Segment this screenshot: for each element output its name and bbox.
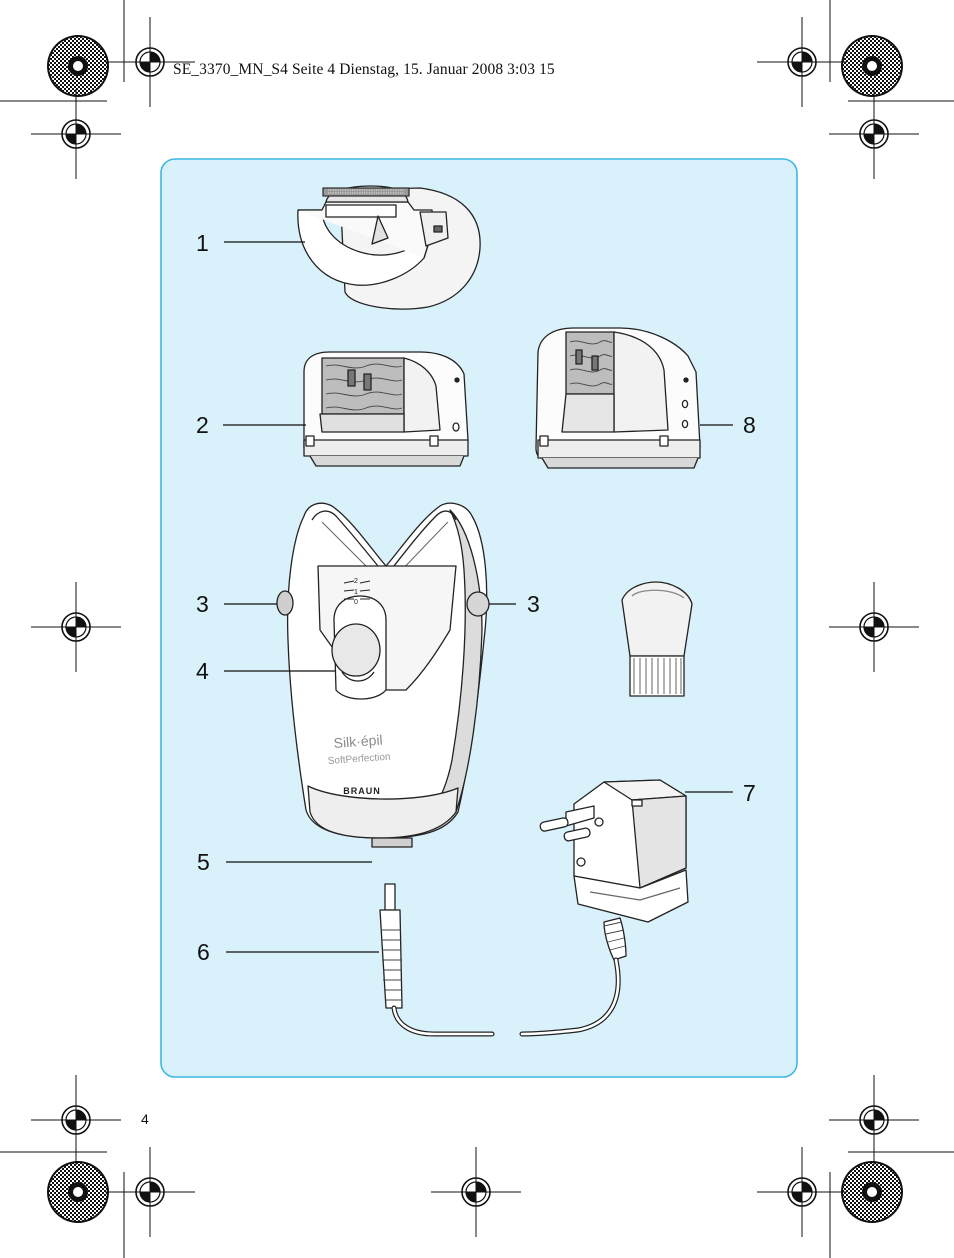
- part-number-7: 7: [743, 780, 756, 806]
- registration-mark-icon: [756, 1146, 848, 1238]
- starburst-top-left-icon: [47, 35, 109, 97]
- brand-subline-softperfection: SoftPerfection: [327, 752, 390, 767]
- braun-logo: BRAUN: [343, 786, 381, 796]
- starburst-bottom-left-icon: [47, 1161, 109, 1223]
- part-number-3-right: 3: [527, 591, 540, 617]
- brand-name-silk-epil: Silk·épil: [333, 732, 383, 751]
- registration-mark-icon: [104, 16, 196, 108]
- registration-mark-icon: [104, 1146, 196, 1238]
- shaver-head-illustration: [297, 185, 481, 310]
- registration-mark-icon: [30, 581, 122, 673]
- part-number-4: 4: [196, 658, 209, 684]
- part-number-8: 8: [743, 412, 756, 438]
- part-number-2: 2: [196, 412, 209, 438]
- epilator-device-illustration: 2 1 0 Silk·épil SoftPerfection BRAUN: [276, 502, 490, 848]
- registration-mark-icon: [756, 16, 848, 108]
- alternate-head-illustration: [535, 327, 701, 469]
- switch-setting-0-label: 0: [354, 599, 358, 606]
- starburst-bottom-right-icon: [841, 1161, 903, 1223]
- power-adapter-illustration: [519, 779, 689, 1037]
- switch-setting-2-label: 2: [354, 578, 358, 585]
- starburst-top-right-icon: [841, 35, 903, 97]
- part-number-labels: 1 2 8 3 3 4 5 6 7: [196, 230, 756, 965]
- cleaning-brush-illustration: [621, 581, 693, 697]
- epilation-head-illustration: [303, 351, 469, 467]
- print-slug-header: SE_3370_MN_S4 Seite 4 Dienstag, 15. Janu…: [173, 61, 555, 78]
- part-number-6: 6: [197, 939, 210, 965]
- registration-mark-icon: [828, 88, 920, 180]
- registration-mark-icon: [430, 1146, 522, 1238]
- connector-cord-illustration: [379, 883, 495, 1037]
- part-number-1: 1: [196, 230, 209, 256]
- registration-mark-icon: [30, 88, 122, 180]
- page-number: 4: [141, 1111, 149, 1127]
- registration-mark-icon: [828, 581, 920, 673]
- switch-setting-1-label: 1: [354, 589, 358, 596]
- part-number-3-left: 3: [196, 591, 209, 617]
- part-number-5: 5: [197, 849, 210, 875]
- leader-lines: [223, 241, 733, 953]
